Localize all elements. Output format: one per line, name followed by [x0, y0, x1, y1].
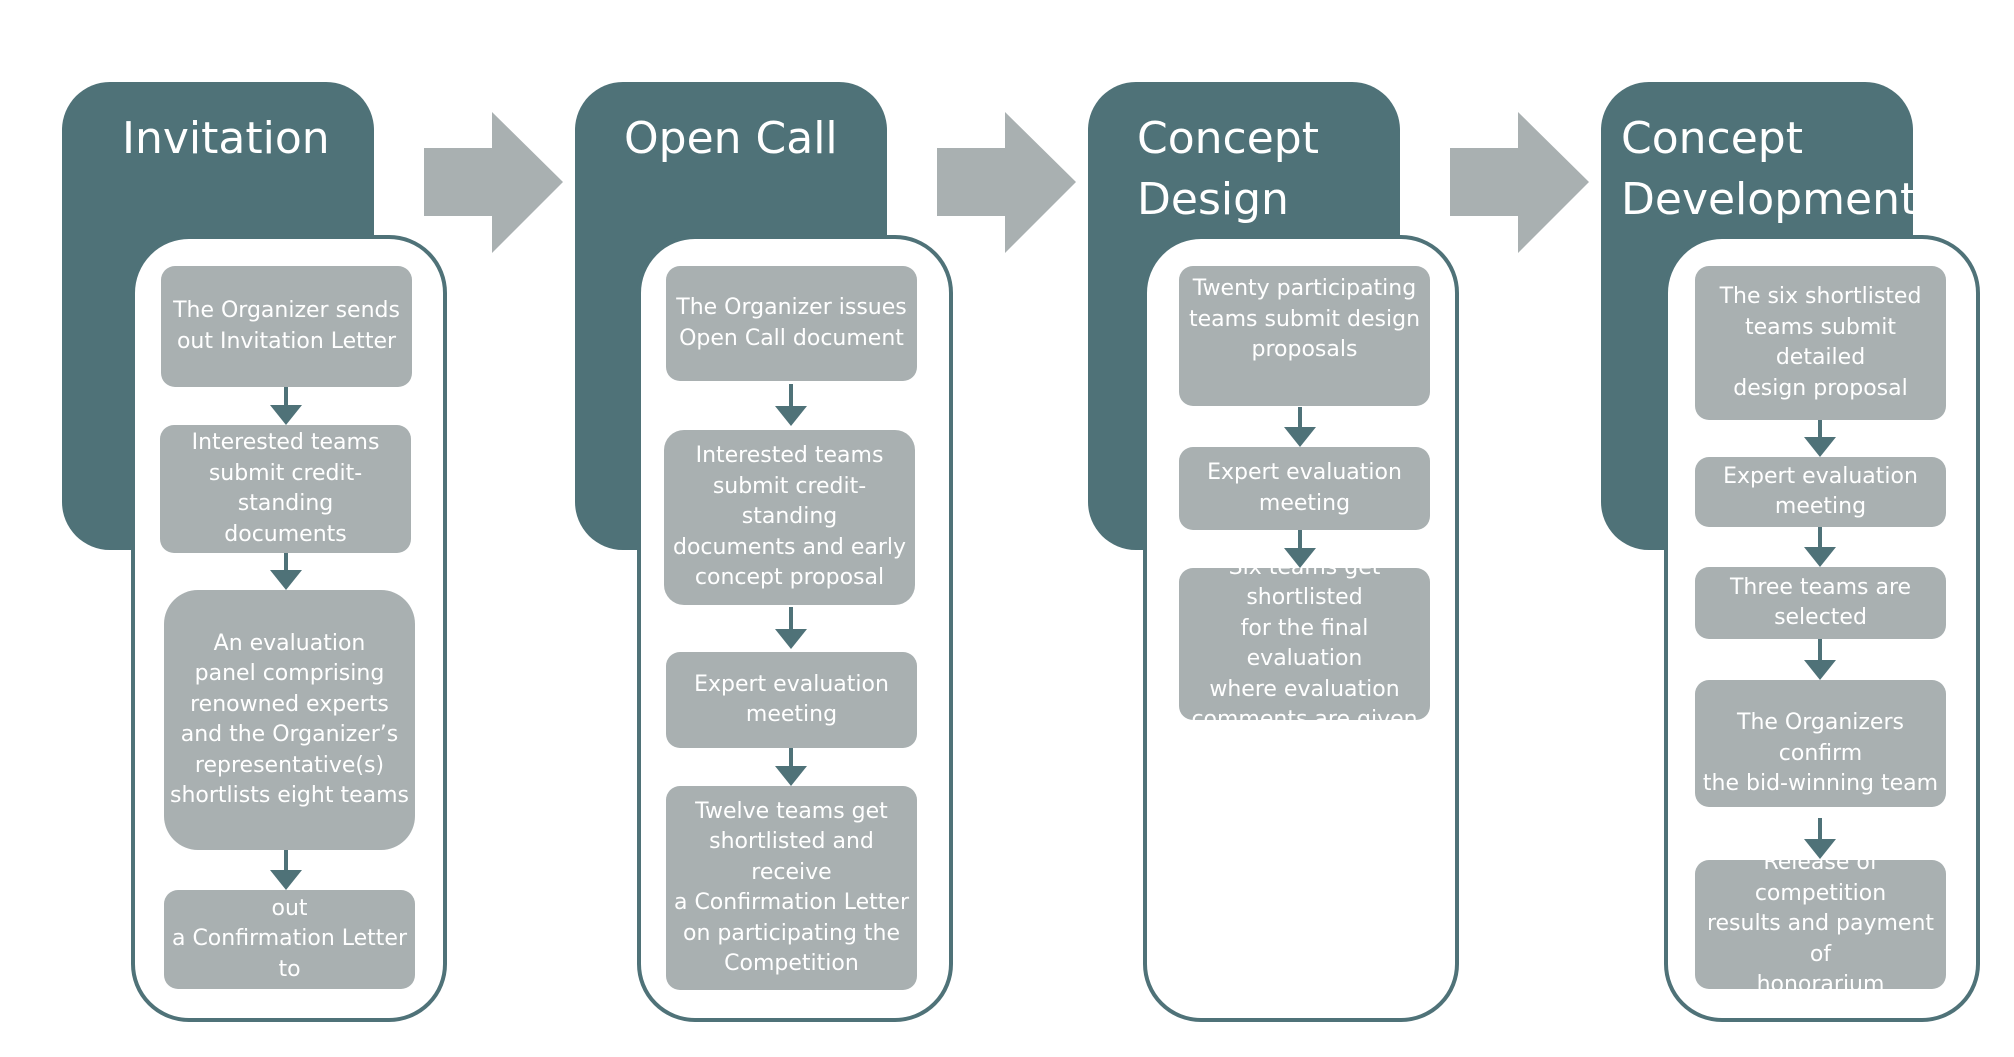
stage-arrow-icon [937, 112, 1076, 253]
arrow-down-icon [775, 384, 807, 426]
arrow-down-icon [270, 387, 302, 425]
arrow-down-icon [1804, 639, 1836, 680]
step-box: An evaluation panel comprising renowned … [164, 590, 415, 850]
step-box: Twelve teams get shortlisted and receive… [666, 786, 917, 990]
arrow-down-icon [270, 553, 302, 590]
arrow-down-icon [1804, 420, 1836, 457]
stage-arrow-icon [1450, 112, 1589, 253]
step-box: Interested teams submit credit-standing … [160, 425, 411, 553]
stage-title: Invitation [122, 113, 330, 164]
stage-arrow-icon [424, 112, 563, 253]
step-box: Interested teams submit credit-standing … [664, 430, 915, 605]
arrow-down-icon [775, 748, 807, 786]
step-box: Six teams get shortlisted for the final … [1179, 555, 1430, 732]
stage-title: Open Call [624, 113, 838, 164]
arrow-down-icon [1804, 818, 1836, 859]
arrow-down-icon [1804, 527, 1836, 567]
step-box: Expert evaluation meeting [1179, 447, 1430, 530]
step-box: Release of competition results and payme… [1695, 850, 1946, 997]
stage-title: Concept Design [1137, 113, 1319, 225]
arrow-down-icon [1284, 530, 1316, 568]
step-box: Three teams are selected [1695, 567, 1946, 639]
step-box: The six shortlisted teams submit detaile… [1695, 266, 1946, 420]
arrow-down-icon [775, 607, 807, 649]
step-box: The Organizers confirm the bid-winning t… [1695, 680, 1946, 807]
step-box: The Organizer sends out Invitation Lette… [161, 266, 412, 387]
stage-title: Concept Development [1621, 113, 1918, 225]
step-box: The Organizer issues Open Call document [666, 266, 917, 381]
arrow-down-icon [270, 850, 302, 890]
step-box: Expert evaluation meeting [1695, 457, 1946, 527]
arrow-down-icon [1284, 407, 1316, 447]
step-box: Twenty participating teams submit design… [1179, 266, 1430, 406]
step-box: The Organizer sends out a Confirmation L… [164, 865, 415, 1012]
step-box: Expert evaluation meeting [666, 652, 917, 748]
